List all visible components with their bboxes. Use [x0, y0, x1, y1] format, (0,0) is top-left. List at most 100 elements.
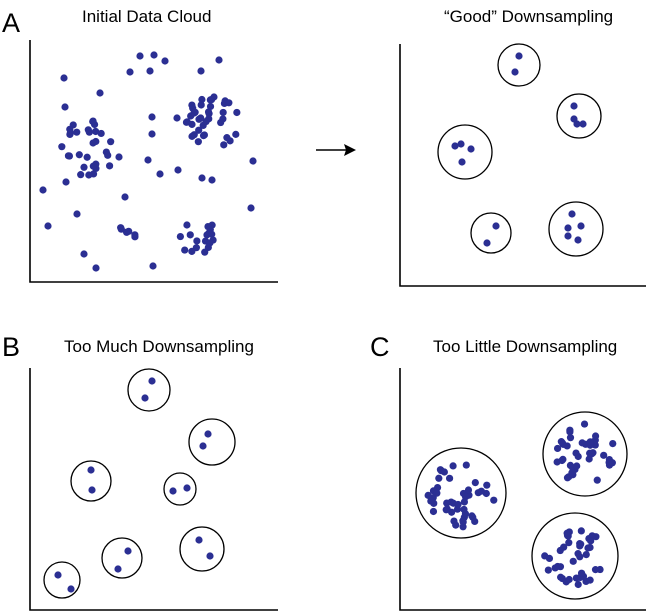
data-point [92, 137, 100, 146]
data-point [174, 166, 182, 174]
data-point [77, 171, 85, 179]
data-point [600, 451, 608, 459]
data-point [107, 138, 115, 146]
cluster-circle [43, 561, 81, 599]
data-point [459, 517, 467, 525]
data-point [223, 134, 231, 142]
data-point [181, 246, 189, 254]
data-point [452, 521, 460, 529]
data-point [204, 108, 213, 116]
data-point [173, 114, 181, 122]
data-point [188, 247, 196, 255]
data-point [208, 176, 216, 184]
data-point [570, 115, 578, 123]
data-point [579, 120, 587, 128]
data-point [206, 239, 214, 247]
data-point [442, 506, 450, 514]
data-point [62, 178, 70, 186]
data-point [183, 118, 191, 126]
data-point [215, 56, 223, 64]
data-point [593, 476, 601, 484]
cluster-circle [531, 512, 619, 600]
data-point [200, 131, 208, 139]
data-point [198, 95, 206, 104]
data-point [207, 95, 216, 104]
cluster-circle [415, 447, 507, 539]
data-point [67, 585, 75, 593]
cluster-circle [163, 472, 197, 506]
data-point [565, 575, 573, 584]
data-point [88, 486, 96, 494]
data-point [89, 162, 97, 170]
data-point [149, 262, 157, 270]
data-point [197, 67, 205, 75]
data-point [148, 377, 156, 385]
data-point [65, 152, 74, 160]
title-too-little-downsampling: Too Little Downsampling [433, 337, 617, 356]
data-point [445, 474, 454, 482]
data-point [573, 462, 581, 470]
data-point [161, 57, 169, 65]
data-points [39, 51, 617, 593]
data-point [122, 228, 131, 236]
data-point [557, 438, 565, 446]
data-point [574, 236, 582, 244]
data-point [61, 103, 69, 111]
data-point [60, 74, 68, 82]
data-point [148, 113, 156, 121]
panel-letter-a: A [2, 8, 20, 38]
data-point [483, 481, 491, 489]
data-point [80, 250, 88, 258]
data-point [193, 237, 201, 245]
data-point [202, 117, 210, 126]
cluster-circle [542, 411, 628, 497]
data-point [75, 151, 83, 159]
title-initial-data-cloud: Initial Data Cloud [82, 7, 211, 26]
data-point [96, 89, 104, 97]
data-point [208, 230, 216, 238]
data-point [73, 210, 81, 218]
data-point [232, 130, 240, 138]
arrow-icon [316, 144, 356, 156]
data-point [148, 130, 156, 138]
data-point [190, 109, 198, 117]
data-point [150, 51, 158, 59]
data-point [459, 523, 467, 531]
data-point [219, 108, 227, 117]
data-point [578, 439, 586, 447]
data-point [563, 529, 571, 537]
data-point [225, 99, 233, 107]
cluster-circle [437, 124, 493, 180]
data-point [83, 153, 91, 161]
data-point [233, 108, 241, 117]
data-point [468, 512, 476, 520]
data-point [188, 101, 196, 109]
panel-letter-c: C [370, 332, 390, 362]
data-point [195, 536, 203, 544]
data-point [146, 67, 154, 75]
data-point [66, 129, 75, 137]
data-point [574, 580, 582, 589]
data-point [186, 231, 194, 239]
data-point [471, 517, 479, 526]
data-point [582, 550, 590, 559]
data-point [198, 174, 206, 182]
data-point [85, 171, 93, 179]
data-point [97, 129, 105, 138]
data-point [591, 432, 600, 440]
data-point [591, 566, 600, 574]
data-point [424, 491, 432, 499]
data-point [451, 142, 459, 150]
data-point [92, 264, 100, 272]
data-point [566, 426, 574, 434]
axes-panel-c [399, 368, 646, 611]
data-point [433, 489, 441, 497]
data-point [206, 102, 215, 111]
cluster-circle [470, 212, 512, 254]
data-point [220, 141, 228, 149]
data-point [460, 505, 468, 514]
data-point [144, 156, 152, 164]
data-point [568, 210, 576, 218]
data-point [131, 231, 139, 239]
